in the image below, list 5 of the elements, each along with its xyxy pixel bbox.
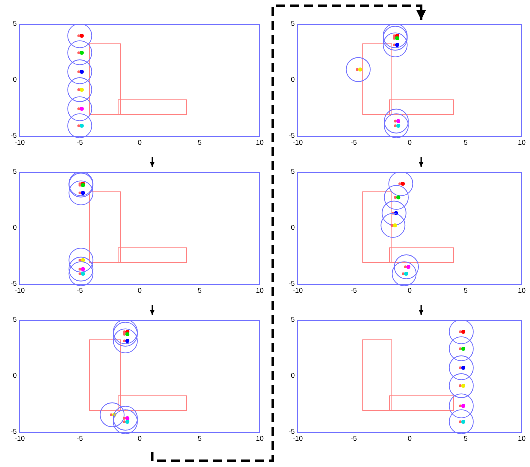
arrow — [418, 305, 424, 315]
arrow — [151, 4, 426, 462]
arrow — [150, 305, 155, 315]
arrow — [418, 157, 424, 167]
arrow — [150, 157, 155, 167]
